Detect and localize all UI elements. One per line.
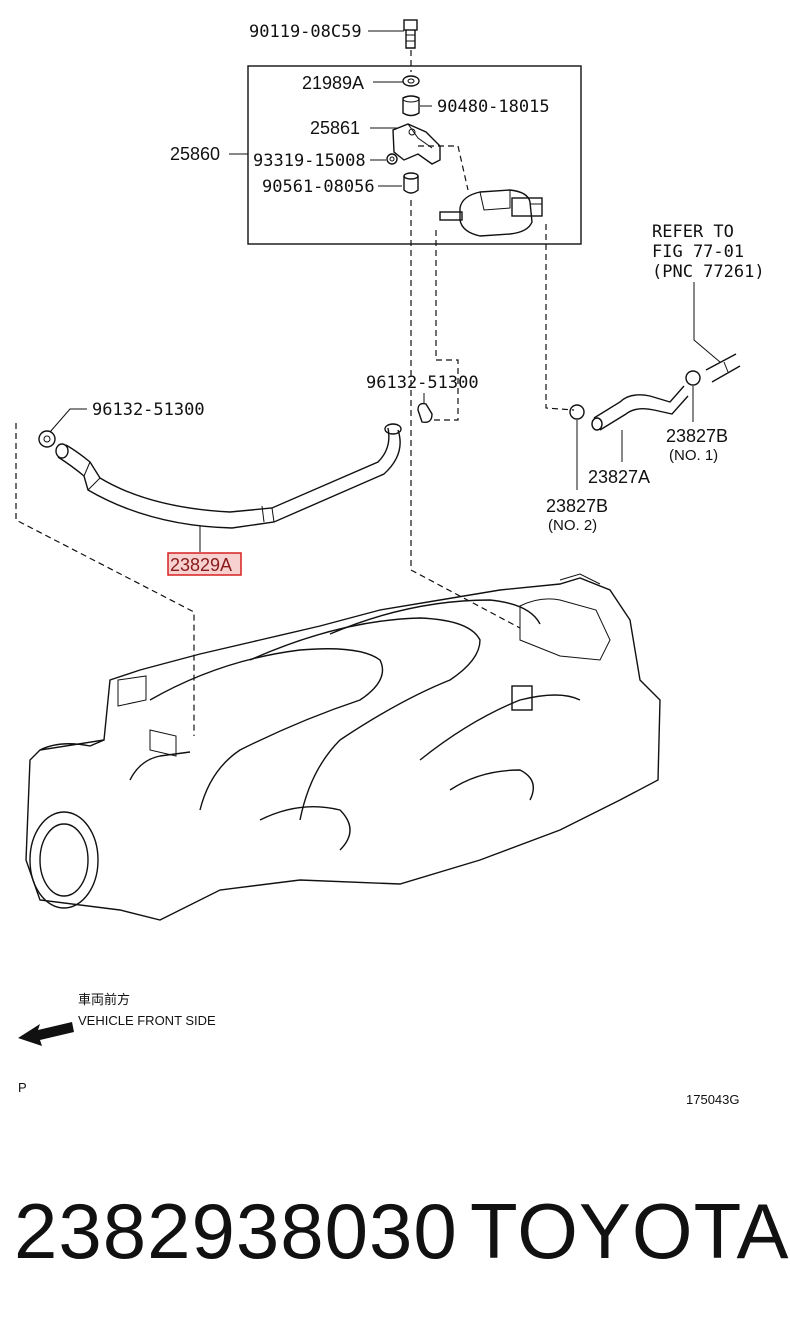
callout-gasket[interactable]: 21989A (302, 73, 364, 93)
bracket-icon (392, 123, 441, 165)
callout-hose-b-no1-sub: (NO. 1) (669, 447, 718, 464)
part-number: 2382938030 (14, 1187, 458, 1275)
callout-grommet[interactable]: 93319-15008 (253, 151, 366, 171)
callout-bolt[interactable]: 90119-08C59 (249, 22, 362, 42)
refer-line-1: REFER TO (652, 222, 734, 242)
parts-diagram: 90119-08C59 21989A 90480-18015 25861 258… (15, 19, 765, 1107)
cushion-icon (402, 95, 420, 117)
callout-cushion[interactable]: 90480-18015 (437, 97, 550, 117)
clamp-right-icon (417, 402, 433, 424)
callout-pin[interactable]: 90561-08056 (262, 177, 375, 197)
callout-hose-highlight[interactable]: 23829A (170, 555, 232, 575)
hose-23829a (55, 423, 402, 529)
callout-hose-b-no2-sub: (NO. 2) (548, 517, 597, 534)
refer-pipe (705, 353, 741, 383)
intake-manifold (25, 573, 661, 921)
callout-bracket[interactable]: 25861 (310, 118, 360, 138)
callout-assembly[interactable]: 25860 (170, 144, 220, 164)
gasket-icon (402, 75, 420, 87)
clamp-no2-icon (569, 404, 585, 420)
refer-line-3: (PNC 77261) (652, 262, 765, 282)
highlight-box (167, 552, 242, 576)
grommet-icon (386, 153, 398, 165)
callout-clamp-left[interactable]: 96132-51300 (92, 400, 205, 420)
refer-line-2: FIG 77-01 (652, 242, 744, 262)
clamp-left-icon (38, 430, 56, 448)
corner-mark: P (18, 1080, 27, 1095)
hose-23827a (591, 385, 689, 431)
callout-clamp-right[interactable]: 96132-51300 (366, 373, 479, 393)
direction-cjk: 車両前方 (78, 992, 130, 1008)
callout-hose-b-no2[interactable]: 23827B (546, 496, 608, 516)
callout-hose-a[interactable]: 23827A (588, 467, 650, 487)
figure-code: 175043G (686, 1092, 740, 1107)
vsv-solenoid-icon (439, 189, 543, 237)
direction-english: VEHICLE FRONT SIDE (78, 1013, 216, 1028)
front-arrow-icon (18, 1022, 74, 1046)
callout-hose-b-no1[interactable]: 23827B (666, 426, 728, 446)
pin-icon (403, 172, 419, 194)
bolt-icon (403, 19, 418, 49)
assembly-box (247, 65, 582, 245)
brand-name: TOYOTA (470, 1187, 790, 1275)
clamp-no1-icon (685, 370, 701, 386)
